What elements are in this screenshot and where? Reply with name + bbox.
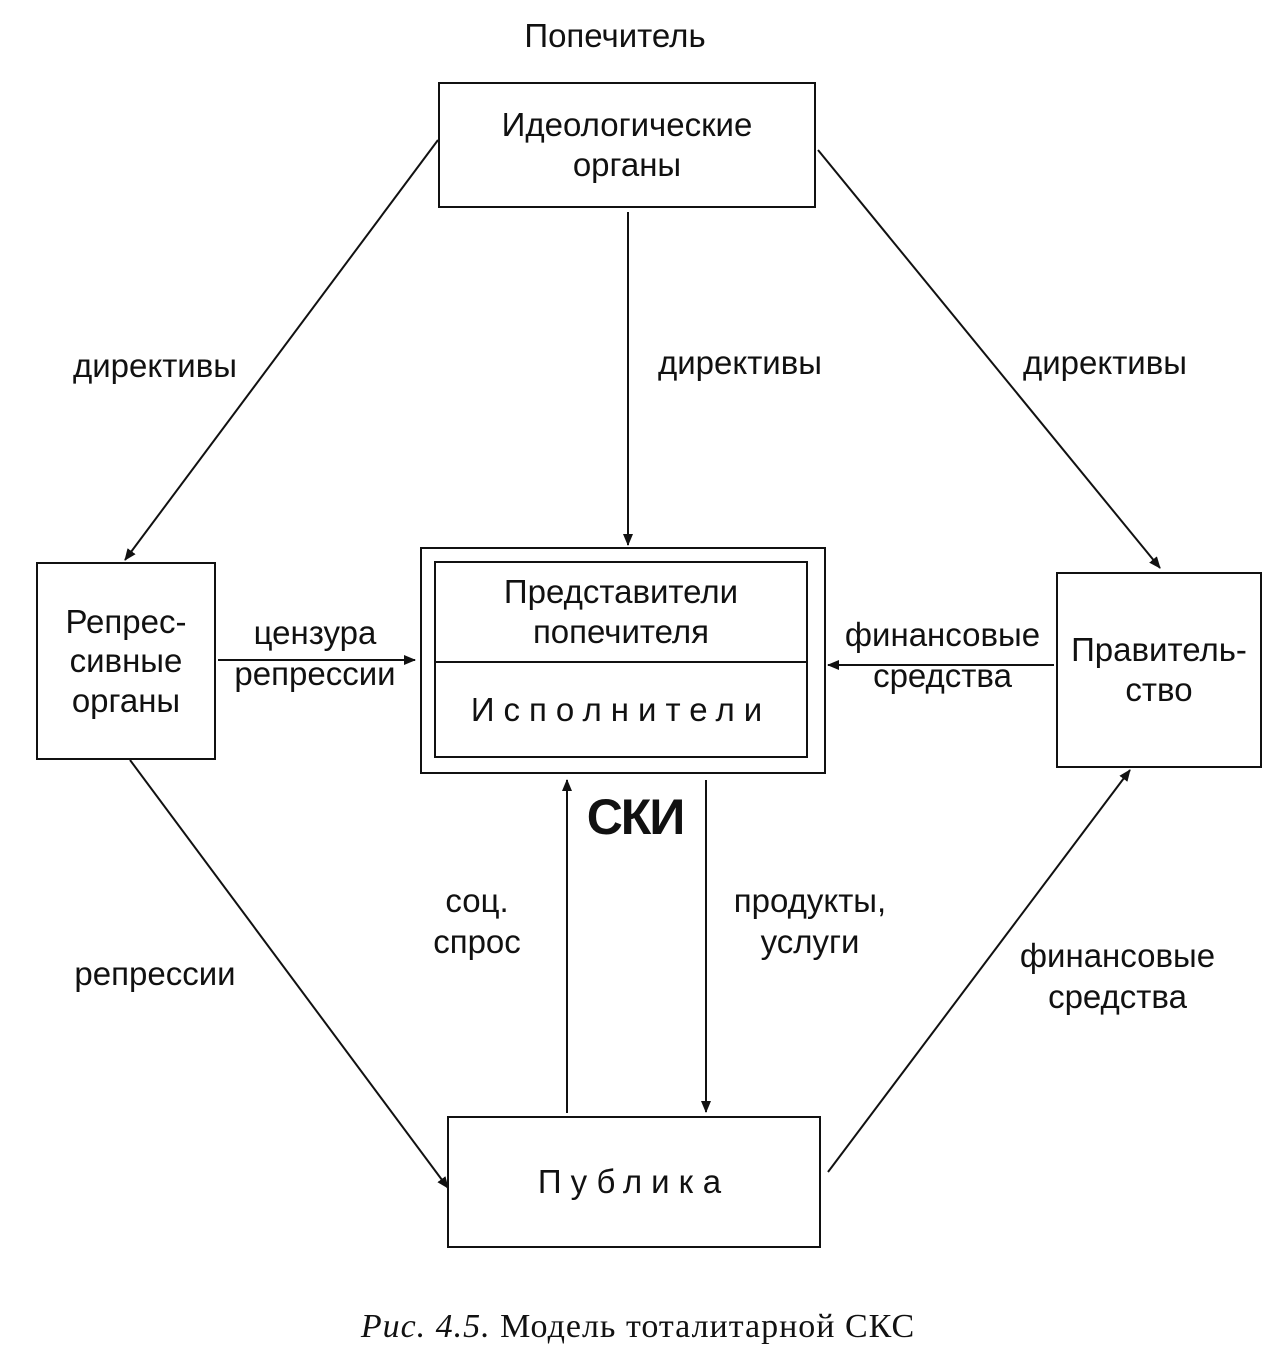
edge-ideological-to-government — [817, 149, 1161, 569]
figure-number: Рис. 4.5. — [360, 1308, 491, 1345]
public-box: Публика — [447, 1116, 821, 1248]
ski-center-inner-box: Представители попечителя Исполнители — [434, 561, 808, 758]
edge-repressive-to-public — [129, 759, 449, 1189]
figure-caption: Рис. 4.5. Модель тоталитарной СКС — [0, 1308, 1276, 1346]
ski-label: СКИ — [586, 789, 686, 845]
edge-label-products: продукты, услуги — [733, 882, 887, 961]
trustee-label: Попечитель — [524, 17, 706, 54]
edge-label-finance-top: финансовые средства — [844, 616, 1041, 695]
performers-cell: Исполнители — [470, 690, 772, 728]
edge-label-directives-center: директивы — [657, 344, 822, 381]
repressive-organs-box: Репрес- сивные органы — [36, 562, 216, 760]
edge-ideological-to-repressive — [124, 139, 439, 561]
representatives-cell: Представители попечителя — [436, 563, 806, 663]
ideological-organs-box: Идеологические органы — [438, 82, 816, 208]
edge-public-to-government — [827, 769, 1131, 1173]
edge-label-social-demand: соц. спрос — [433, 882, 521, 961]
figure-title: Модель тоталитарной СКС — [500, 1308, 916, 1345]
edge-label-censorship: цензура репрессии — [234, 614, 396, 693]
edge-label-finance-bottom: финансовые средства — [1019, 937, 1216, 1016]
edge-label-directives-left: директивы — [72, 347, 237, 384]
edge-label-directives-right: директивы — [1022, 344, 1187, 381]
government-box: Правитель- ство — [1056, 572, 1262, 768]
edge-label-repressions-bottom: репрессии — [74, 955, 236, 992]
ski-center-outer-box: Представители попечителя Исполнители — [420, 547, 826, 774]
